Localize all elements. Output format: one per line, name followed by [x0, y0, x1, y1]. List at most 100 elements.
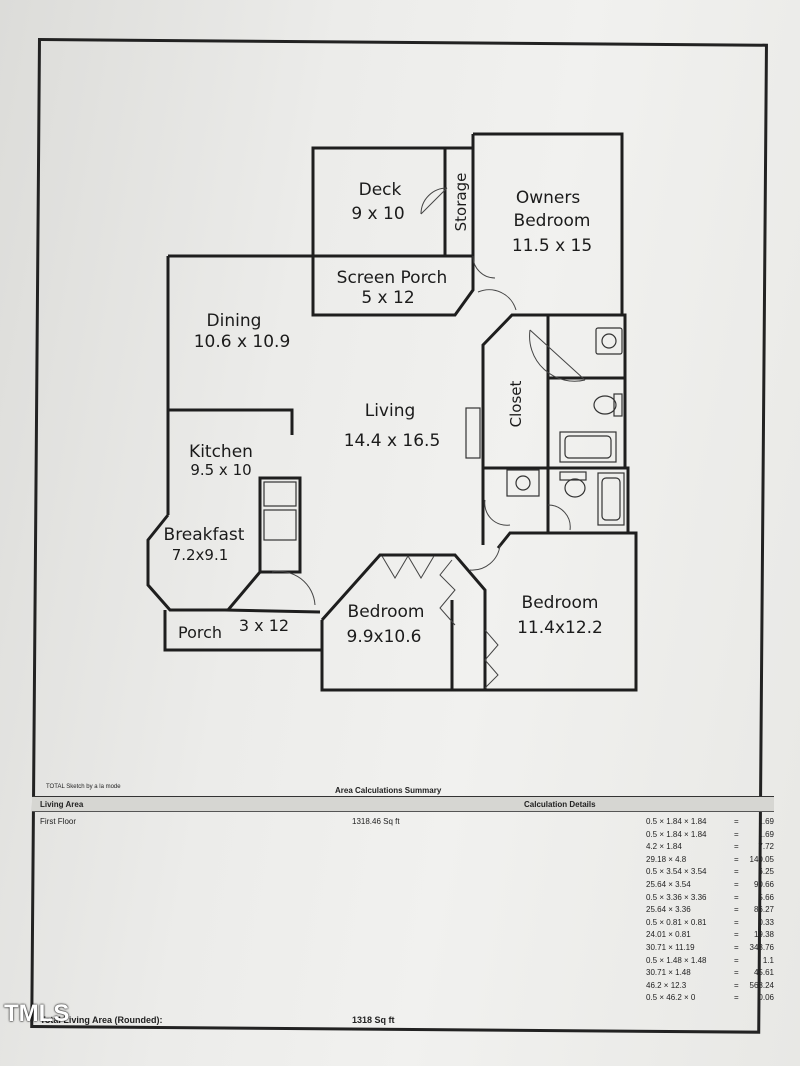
summary-title: Area Calculations Summary — [335, 786, 442, 795]
calc-value: 343.76 — [749, 942, 774, 952]
closet-walls — [481, 313, 550, 470]
total-living-area-label: Total Living Area (Rounded): — [40, 1015, 163, 1025]
door-swing-icon-5 — [484, 499, 511, 526]
bathtub-icon — [559, 431, 617, 463]
breakfast-size: 7.2x9.1 — [172, 546, 229, 564]
calc-expr: 0.5 × 0.81 × 0.81 — [646, 917, 707, 927]
calc-value: 0.33 — [758, 917, 774, 927]
calc-row: 0.5 × 1.48 × 1.48=1.1 — [646, 956, 774, 969]
calc-value: 90.66 — [753, 879, 774, 889]
owners-bedroom-size: 11.5 x 15 — [512, 236, 592, 256]
sink-bowl-icon — [601, 333, 617, 349]
door-swing-icon-4 — [529, 329, 586, 382]
toilet-icon — [593, 395, 617, 415]
deck-size: 9 x 10 — [351, 204, 404, 224]
porch-north-wall — [224, 608, 321, 614]
calc-row: 29.18 × 4.8=140.05 — [646, 855, 774, 868]
calc-expr: 4.2 × 1.84 — [646, 842, 682, 852]
total-living-area-value: 1318 Sq ft — [352, 1015, 395, 1025]
breakfast-walls — [146, 476, 302, 612]
calc-row: 0.5 × 1.84 × 1.84=1.69 — [646, 817, 774, 830]
bedroom-left-size: 9.9x10.6 — [347, 627, 422, 647]
sink-icon-2 — [506, 469, 540, 497]
calc-equals: = — [734, 955, 739, 965]
door-leaf-icon-4 — [529, 329, 586, 381]
bathtub-inner-icon-2 — [601, 477, 621, 521]
storage-label: Storage — [452, 173, 470, 232]
door-swing-icon-7 — [469, 544, 501, 571]
kitchen-label: Kitchen — [189, 442, 253, 462]
bifold-door-icon-2 — [439, 559, 456, 626]
dining-label: Dining — [207, 311, 262, 331]
door-swing-icon-6 — [547, 504, 571, 531]
fireplace-icon — [465, 407, 481, 459]
calc-expr: 29.18 × 4.8 — [646, 854, 687, 864]
calc-row: 30.71 × 11.19 = 343.76 — [646, 943, 774, 956]
calc-expr: 0.5 × 1.84 × 1.84 — [646, 817, 707, 826]
calc-row: 0.5 × 1.84 × 1.84 = 1.69 — [646, 830, 774, 843]
calc-expr: 25.64 × 3.36 — [646, 905, 691, 915]
calc-value: 5.66 — [758, 892, 774, 902]
area-calculations-table: Living Area Calculation Details First Fl… — [32, 796, 774, 1035]
calc-expr: 0.5 × 1.48 × 1.48 — [646, 955, 707, 965]
calc-expr: 0.5 × 1.84 × 1.84 — [646, 829, 707, 839]
calc-row: 0.5 × 46.2 × 0=0.06 — [646, 993, 774, 1006]
calc-row: 0.5 × 0.81 × 0.81 = 0.33 — [646, 918, 774, 931]
toilet-tank-icon-2 — [559, 471, 587, 481]
bedroom-left-label: Bedroom — [348, 602, 425, 622]
bedroom-right-size: 11.4x12.2 — [517, 618, 603, 638]
calc-expr: 30.71 × 11.19 — [646, 942, 695, 952]
bifold-door-icon — [381, 555, 435, 579]
calc-value: 19.38 — [753, 930, 774, 940]
calc-value: 45.61 — [753, 968, 774, 978]
calc-equals: = — [734, 892, 739, 902]
calc-value: 1.69 — [758, 817, 774, 826]
calc-row: 25.64 × 3.36=86.27 — [646, 905, 774, 918]
door-swing-icon — [420, 187, 448, 215]
calc-row: 0.5 × 3.54 × 3.54=6.25 — [646, 867, 774, 880]
bathtub-inner-icon — [564, 435, 612, 459]
tmls-watermark: TMLS — [4, 1000, 70, 1027]
calc-expr: 24.01 × 0.81 — [646, 930, 691, 940]
breakfast-label: Breakfast — [164, 525, 245, 545]
owners-bedroom-label-2: Bedroom — [514, 211, 591, 231]
calc-equals: = — [734, 867, 739, 877]
calculation-details-header: Calculation Details — [524, 800, 596, 809]
dining-size: 10.6 x 10.9 — [194, 332, 291, 352]
calc-expr: 30.71 × 1.48 — [646, 968, 691, 978]
porch-size: 3 x 12 — [239, 616, 289, 635]
calc-expr: 0.5 × 3.54 × 3.54 — [646, 867, 707, 877]
range-icon — [263, 481, 297, 507]
calc-equals: = — [734, 993, 739, 1003]
calculation-list: 0.5 × 1.84 × 1.84 = 1.69 0.5 × 1.84 × 1.84… — [646, 817, 774, 1006]
calc-row: 25.64 × 3.54=90.66 — [646, 880, 774, 893]
calc-equals: = — [734, 942, 739, 952]
bath-middle-walls — [548, 376, 627, 468]
calc-expr: 0.5 × 3.36 × 3.36 — [646, 892, 707, 902]
bifold-door-icon-3 — [484, 629, 499, 689]
calc-value: 86.27 — [753, 905, 774, 915]
first-floor-label: First Floor — [40, 817, 76, 826]
bath-lower-walls — [483, 466, 630, 533]
living-size: 14.4 x 16.5 — [344, 431, 441, 451]
calc-expr: 25.64 × 3.54 — [646, 879, 691, 889]
bedroom-right-walls — [485, 531, 638, 692]
calc-row: 24.01 × 0.81=19.38 — [646, 930, 774, 943]
calc-equals: = — [734, 829, 739, 839]
dishwasher-icon — [263, 509, 297, 541]
deck-label: Deck — [359, 180, 402, 200]
toilet-tank-icon — [613, 393, 623, 417]
kitchen-size: 9.5 x 10 — [190, 461, 251, 479]
calc-value: 7.72 — [758, 842, 774, 852]
sink-bowl-icon-2 — [515, 475, 531, 491]
owners-bedroom-label-1: Owners — [516, 188, 581, 208]
calc-value: 568.24 — [749, 980, 774, 990]
calc-value: 1.69 — [758, 829, 774, 839]
calc-row: 46.2 × 12.3=568.24 — [646, 981, 774, 994]
calc-value: 140.05 — [749, 854, 774, 864]
closet-label: Closet — [507, 381, 525, 428]
calc-equals: = — [734, 917, 739, 927]
bedroom-right-label: Bedroom — [522, 593, 599, 613]
